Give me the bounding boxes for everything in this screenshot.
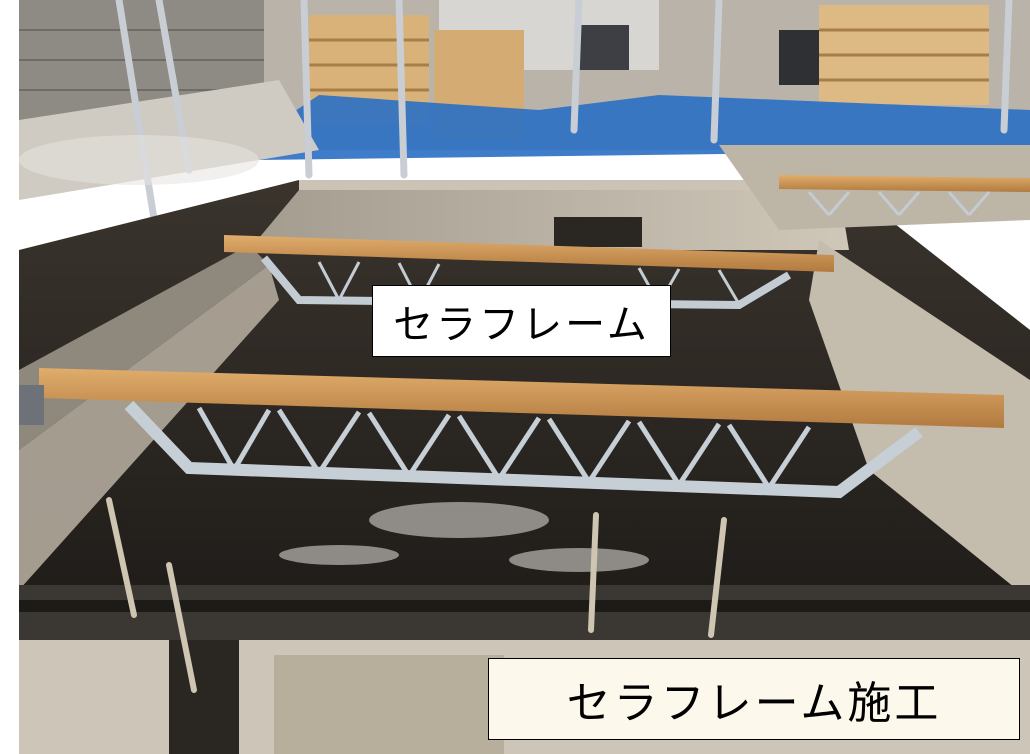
right-ceraframe-beam bbox=[779, 175, 1030, 216]
construction-site-photo bbox=[19, 0, 1030, 754]
front-ceraframe-beam bbox=[19, 368, 1004, 499]
background-area bbox=[19, 0, 1030, 254]
rebar-stakes bbox=[106, 497, 727, 693]
ceraframe-label: セラフレーム bbox=[372, 285, 671, 357]
ceraframe-construction-caption: セラフレーム施工 bbox=[488, 658, 1020, 740]
